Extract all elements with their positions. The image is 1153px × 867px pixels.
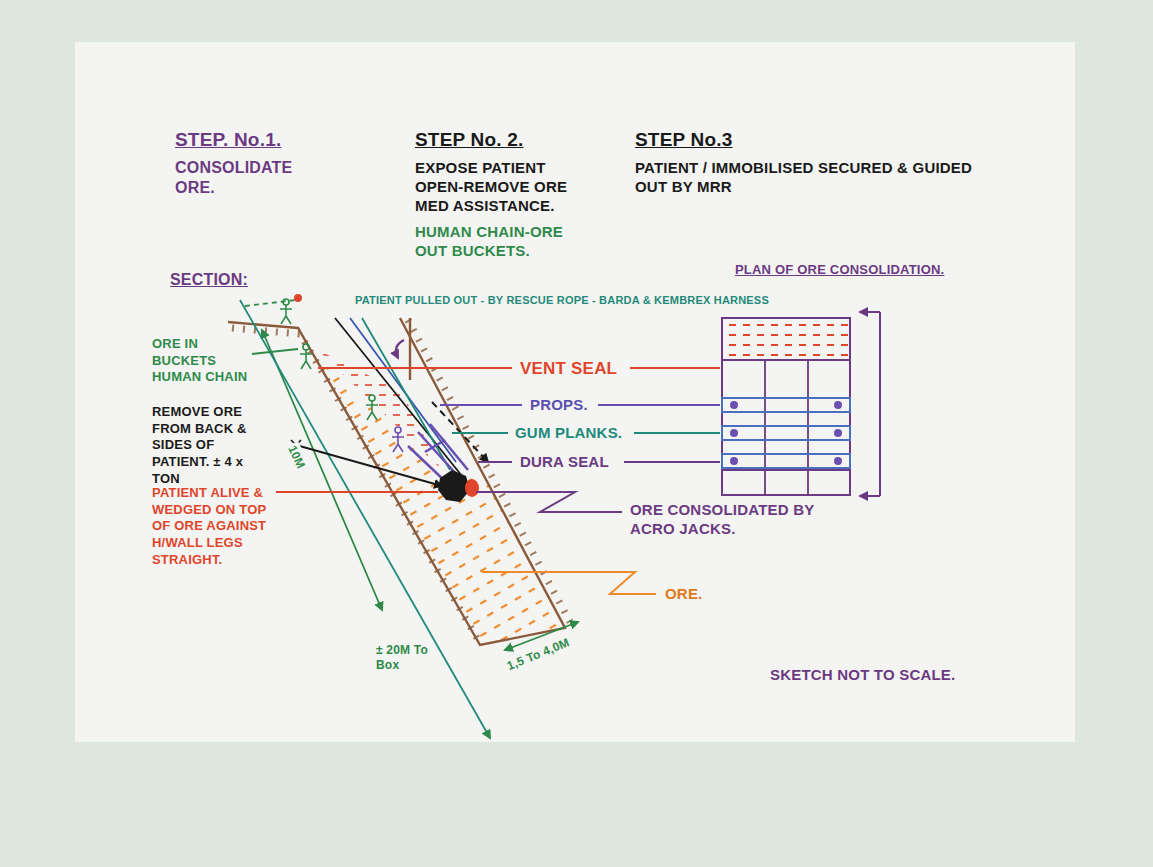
plan-view	[722, 318, 850, 360]
leader-lines	[296, 445, 442, 486]
props	[425, 440, 445, 452]
plan-view	[722, 360, 850, 495]
stope-walls	[396, 340, 404, 358]
plan-view	[722, 398, 850, 412]
leader-lines	[482, 572, 656, 594]
leader-lines	[630, 367, 720, 369]
callout-label: VENT SEAL	[520, 358, 640, 380]
rescuer-figures	[366, 395, 378, 420]
callout-label: REMOVE ORE FROM BACK & SIDES OF PATIENT.…	[152, 404, 272, 487]
ore-fill	[305, 345, 565, 645]
leader-lines	[478, 461, 512, 463]
plan-view	[722, 312, 880, 496]
patient	[294, 294, 302, 302]
leader-lines	[276, 491, 438, 493]
leader-lines	[440, 404, 522, 406]
callout-label: GUM PLANKS.	[515, 423, 645, 442]
plan-view	[730, 401, 738, 409]
rescuer-figures	[392, 433, 404, 452]
callout-label: PATIENT ALIVE & WEDGED ON TOP OF ORE AGA…	[152, 485, 272, 568]
plan-view	[860, 311, 880, 313]
rescuer-figures	[300, 344, 312, 369]
note-label: SKETCH NOT TO SCALE.	[770, 665, 990, 684]
rescuer-figures	[280, 305, 292, 324]
plan-view	[834, 401, 842, 409]
step-text: CONSOLIDATE ORE.	[175, 158, 295, 199]
callout-label: DURA SEAL	[520, 452, 640, 471]
leader-lines	[634, 432, 720, 434]
leader-lines	[452, 432, 508, 434]
patient	[465, 479, 479, 497]
rescuer-figures	[366, 401, 378, 420]
step-heading: STEP No.3	[635, 128, 835, 152]
section-heading: SECTION:	[170, 270, 290, 290]
leader-lines	[318, 367, 512, 369]
step-heading: STEP No. 2.	[415, 128, 615, 152]
step-text: HUMAN CHAIN-ORE OUT BUCKETS.	[415, 222, 575, 260]
step-heading: STEP. No.1.	[175, 128, 375, 152]
plan-view	[834, 429, 842, 437]
callout-label: PROPS.	[530, 395, 610, 414]
leader-lines	[252, 349, 298, 354]
plan-heading: PLAN OF ORE CONSOLIDATION.	[735, 262, 975, 279]
leader-lines	[252, 349, 720, 594]
plan-view	[834, 457, 842, 465]
plan-view	[730, 401, 842, 465]
rescuer-figures	[392, 427, 404, 452]
plan-view	[730, 429, 738, 437]
stope-walls	[232, 328, 478, 640]
callout-label: ORE.	[665, 584, 725, 603]
rescue-lines	[362, 318, 450, 470]
plan-view	[860, 495, 880, 497]
dimension-lines	[240, 300, 490, 738]
rescuer-figures	[303, 344, 309, 350]
leader-lines	[476, 492, 622, 512]
step-text: PATIENT / IMMOBILISED SECURED & GUIDED O…	[635, 158, 975, 196]
plan-view	[722, 318, 850, 495]
rescuer-figures	[280, 299, 292, 324]
props	[418, 432, 458, 476]
paper-sheet	[75, 42, 1075, 742]
rescuer-figures	[283, 299, 289, 305]
leader-lines	[598, 404, 720, 406]
rescue-lines	[335, 318, 462, 476]
callout-label: ORE CONSOLIDATED BY ACRO JACKS.	[630, 500, 850, 538]
rescuer-figures	[280, 299, 404, 452]
rescue-lines	[245, 300, 296, 306]
leader-lines	[624, 461, 720, 463]
rescuer-figures	[300, 350, 312, 369]
plan-view	[730, 457, 738, 465]
rescuer-figures	[369, 395, 375, 401]
rescuer-figures	[395, 427, 401, 433]
plan-view	[722, 454, 850, 468]
step-text: EXPOSE PATIENT OPEN-REMOVE ORE MED ASSIS…	[415, 158, 575, 216]
callout-label: ORE IN BUCKETS HUMAN CHAIN	[152, 336, 250, 386]
rope-note: PATIENT PULLED OUT - BY RESCUE ROPE - BA…	[355, 293, 875, 307]
rescue-lines	[245, 300, 488, 476]
dimension-label: ± 20M To Box	[374, 642, 430, 675]
plan-view	[722, 426, 850, 440]
dimension-lines	[262, 330, 382, 610]
stope-walls	[409, 318, 411, 380]
plan-view	[879, 312, 881, 496]
